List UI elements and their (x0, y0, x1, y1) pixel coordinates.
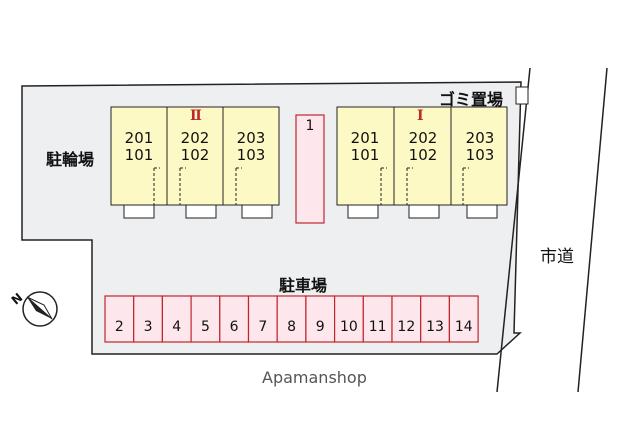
unit-lower: 101 (124, 146, 154, 164)
unit-label: 203 103 (223, 130, 279, 164)
north-arrow-icon (22, 291, 58, 327)
unit-label: 202 102 (395, 130, 451, 164)
garbage-area-label: ゴミ置場 (439, 90, 504, 109)
parking-space-number: 3 (143, 319, 153, 335)
parking-space (420, 295, 451, 343)
unit-upper: 201 (350, 129, 380, 147)
building-2 (110, 106, 280, 219)
building-1-mark: Ⅰ (417, 108, 424, 124)
unit-upper: 203 (465, 129, 495, 147)
unit-label: 201 101 (337, 130, 393, 164)
parking-space (305, 295, 336, 343)
unit-lower: 103 (236, 146, 266, 164)
parking-space (190, 295, 221, 343)
road-label: 市道 (540, 247, 574, 267)
parking-space-number: 5 (200, 319, 210, 335)
bicycle-parking-label: 駐輪場 (46, 150, 95, 169)
parking-space-number: 2 (114, 319, 124, 335)
unit-lower: 102 (180, 146, 210, 164)
parking-space (247, 295, 278, 343)
unit-lower: 102 (408, 146, 438, 164)
unit-lower: 101 (350, 146, 380, 164)
building-2-mark: Ⅱ (190, 108, 202, 124)
road-line-left (496, 67, 531, 393)
unit-upper: 201 (124, 129, 154, 147)
parking-space-number: 14 (454, 319, 473, 335)
parking-space-number: 11 (368, 319, 387, 335)
unit-label: 202 102 (167, 130, 223, 164)
parking-space-vertical (295, 114, 325, 224)
parking-space-number: 4 (172, 319, 182, 335)
unit-label: 203 103 (452, 130, 508, 164)
unit-upper: 202 (180, 129, 210, 147)
parking-space (362, 295, 393, 343)
parking-label: 駐車場 (279, 276, 328, 295)
road-line-right (577, 67, 608, 393)
unit-label: 201 101 (111, 130, 167, 164)
parking-space (219, 295, 250, 343)
parking-space-number: 9 (315, 319, 325, 335)
garbage-area (515, 86, 529, 105)
parking-space-number: 6 (229, 319, 239, 335)
unit-lower: 103 (465, 146, 495, 164)
parking-space (448, 295, 479, 343)
parking-space (161, 295, 192, 343)
parking-row (104, 295, 479, 343)
parking-space-number: 10 (340, 319, 358, 335)
unit-upper: 202 (408, 129, 438, 147)
parking-space (133, 295, 163, 343)
parking-space-number: 12 (397, 319, 416, 335)
watermark: Apamanshop (262, 368, 367, 387)
building-1 (336, 106, 508, 219)
parking-space-number: 1 (305, 118, 315, 134)
parking-space-number: 8 (287, 319, 296, 335)
parking-space (276, 295, 307, 343)
parking-space-number: 7 (258, 319, 268, 335)
unit-upper: 203 (236, 129, 266, 147)
parking-space-number: 13 (426, 319, 444, 335)
parking-space (334, 295, 364, 343)
